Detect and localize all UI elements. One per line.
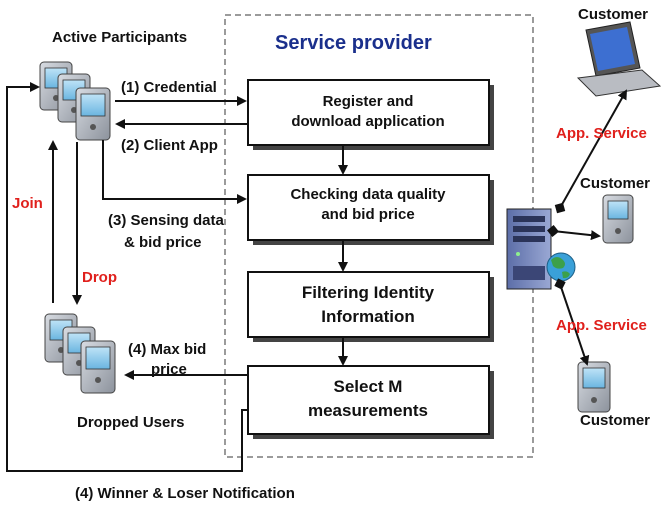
service-provider-title: Service provider: [275, 32, 432, 54]
pda-icon-bottom: [577, 361, 611, 413]
active-participants-phones: [39, 61, 111, 141]
box-select-line2: measurements: [308, 401, 428, 420]
join-label: Join: [12, 195, 43, 212]
server-icon: [506, 208, 552, 290]
app-service-bottom-label: App. Service: [556, 317, 647, 334]
active-participants-label: Active Participants: [52, 29, 187, 46]
service-provider-boundary: [224, 14, 534, 458]
customer-middle-label: Customer: [580, 175, 650, 192]
globe-icon: [546, 252, 576, 282]
sensing-data-arrow: [102, 140, 247, 204]
app-service-middle-arrow: [547, 225, 601, 241]
pda-icon-middle: [602, 194, 634, 244]
dropped-users-label: Dropped Users: [77, 414, 185, 431]
app-service-top-arrow: [554, 89, 627, 214]
sensing-data-label-line2: & bid price: [124, 234, 202, 251]
box-register-line2: download application: [291, 113, 444, 130]
box-select: Select M measurements: [247, 365, 494, 439]
app-service-bottom-arrow: [554, 278, 590, 366]
client-app-label: (2) Client App: [121, 137, 218, 154]
box-checking-line1: Checking data quality: [290, 186, 446, 203]
box-filtering-line1: Filtering Identity: [302, 283, 435, 302]
winner-loser-loop: [6, 82, 248, 472]
box-select-line1: Select M: [334, 377, 403, 396]
box-checking-line2: and bid price: [321, 206, 414, 223]
winner-loser-label: (4) Winner & Loser Notification: [75, 485, 295, 502]
dropped-users-phones: [44, 313, 116, 394]
customer-bottom-label: Customer: [580, 412, 650, 429]
customer-top-label: Customer: [578, 6, 648, 23]
max-bid-label-line1: (4) Max bid: [128, 341, 206, 358]
box-filtering: Filtering Identity Information: [247, 271, 494, 342]
box-filtering-line2: Information: [321, 307, 415, 326]
box-register-line1: Register and: [323, 93, 414, 110]
laptop-icon: [576, 21, 662, 97]
box-checking: Checking data quality and bid price: [247, 174, 494, 245]
box-register: Register and download application: [247, 79, 494, 150]
max-bid-label-line2: price: [151, 361, 187, 378]
drop-label: Drop: [82, 269, 117, 286]
app-service-top-label: App. Service: [556, 125, 647, 142]
sensing-data-label-line1: (3) Sensing data: [108, 212, 225, 229]
credential-label: (1) Credential: [121, 79, 217, 96]
